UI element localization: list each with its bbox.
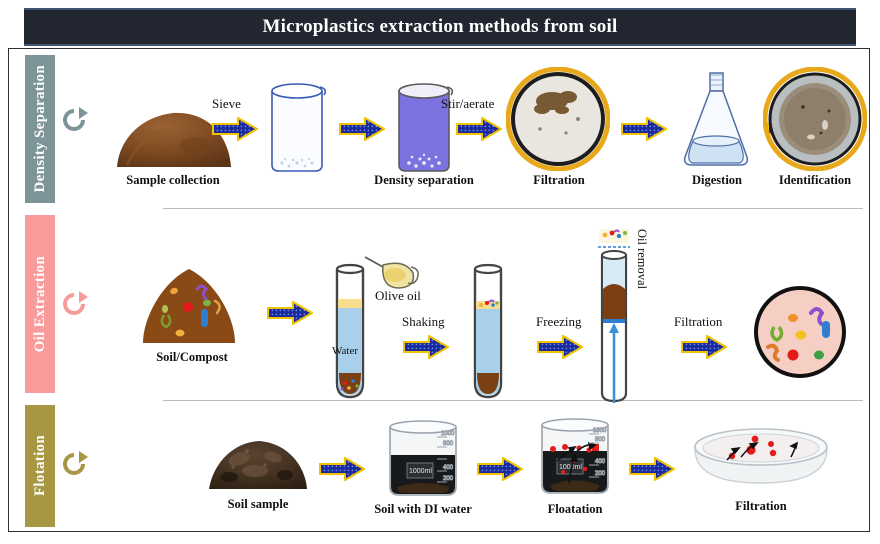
soil-compost-mound — [143, 269, 235, 343]
row-flotation: Flotation — [9, 401, 871, 531]
test-tube-frozen — [598, 229, 630, 403]
row-label-text: Flotation — [31, 435, 48, 497]
arrow-label-sieve: Sieve — [212, 96, 241, 111]
row-density-separation: Density Separation — [9, 49, 871, 209]
row-oil-extraction: Oil Extraction Soil/Compost — [9, 209, 871, 403]
step-caption: Digestion — [692, 173, 742, 187]
arrow-label-freezing: Freezing — [536, 314, 582, 329]
svg-text:800: 800 — [443, 441, 454, 447]
label-olive-oil: Olive oil — [375, 288, 421, 303]
petri-dish-pink — [754, 286, 846, 378]
petri-dish-glass — [694, 428, 828, 484]
step-caption: Soil sample — [227, 497, 289, 511]
loop-arrow-icon — [63, 107, 88, 131]
row-label-text: Oil Extraction — [31, 255, 48, 353]
svg-text:800: 800 — [595, 437, 606, 443]
svg-text:1000ml: 1000ml — [409, 468, 432, 475]
diagram-frame: Density Separation — [8, 48, 870, 532]
transition-arrow — [537, 335, 583, 359]
erlenmeyer-flask — [683, 72, 749, 166]
diagram-title-bar: Microplastics extraction methods from so… — [24, 8, 856, 46]
row-label-oil-extraction: Oil Extraction — [25, 215, 55, 393]
row-divider — [163, 208, 863, 209]
svg-text:400: 400 — [443, 465, 454, 471]
transition-arrow — [403, 335, 449, 359]
transition-arrow — [339, 117, 385, 141]
transition-arrow — [319, 457, 365, 481]
transition-arrow — [267, 301, 313, 325]
svg-text:400: 400 — [595, 459, 606, 465]
row-label-text: Density Separation — [31, 65, 48, 193]
svg-text:200: 200 — [595, 471, 606, 477]
svg-text:1000: 1000 — [593, 428, 607, 434]
arrow-label-stir-aerate: Stir/aerate — [441, 96, 495, 111]
svg-text:1000ml: 1000ml — [559, 464, 582, 471]
beaker-floatation: 1000ml 1000 800 400 200 — [541, 418, 609, 494]
filled-beaker — [398, 83, 454, 172]
soil-sample-photo — [209, 441, 307, 489]
row-divider — [163, 400, 863, 401]
step-caption: Sample collection — [126, 173, 220, 187]
step-caption: Soil with DI water — [374, 502, 472, 516]
step-caption: Filtration — [533, 173, 585, 187]
transition-arrow — [621, 117, 667, 141]
step-caption: Floatation — [547, 502, 603, 516]
soil-mound-photo — [117, 112, 231, 167]
step-caption: Density separation — [374, 173, 474, 187]
test-tube-water-oil — [335, 263, 365, 399]
arrow-label-shaking: Shaking — [402, 314, 445, 329]
svg-text:1000: 1000 — [441, 431, 455, 437]
page-title: Microplastics extraction methods from so… — [262, 16, 618, 37]
svg-text:200: 200 — [443, 476, 454, 482]
arrow-label-filtration: Filtration — [674, 314, 723, 329]
beaker-di-water: 1000ml 1000 800 400 200 — [389, 420, 457, 496]
transition-arrow — [456, 117, 502, 141]
row-label-density-separation: Density Separation — [25, 55, 55, 203]
label-oil-removal: Oil removal — [635, 229, 649, 290]
label-water: Water — [332, 345, 358, 357]
transition-arrow — [477, 457, 523, 481]
petri-dish-residue — [763, 67, 867, 171]
step-caption: Soil/Compost — [156, 350, 228, 364]
empty-beaker — [271, 83, 327, 172]
petri-dish-soil — [506, 67, 610, 171]
test-tube-shaken — [473, 263, 503, 399]
row-label-flotation: Flotation — [25, 405, 55, 527]
loop-arrow-icon — [63, 451, 88, 475]
step-caption: Filtration — [735, 499, 787, 513]
transition-arrow — [681, 335, 727, 359]
olive-oil-ladle-icon — [364, 256, 419, 289]
transition-arrow — [629, 457, 675, 481]
loop-arrow-icon — [63, 291, 88, 315]
step-caption: Identification — [778, 173, 852, 187]
transition-arrow — [212, 117, 258, 141]
